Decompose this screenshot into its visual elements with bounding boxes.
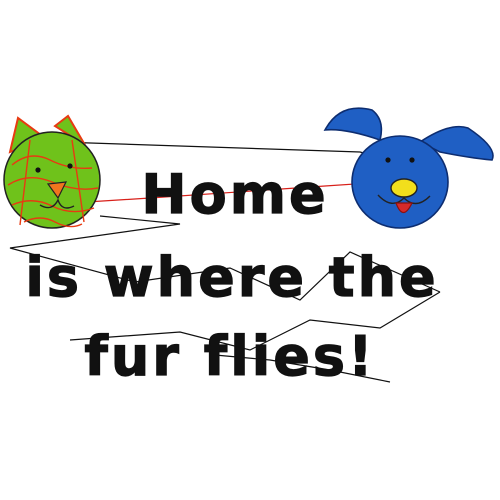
- cat-mouth: [39, 198, 75, 209]
- slogan-line-1: Home: [141, 163, 328, 226]
- thread-black-2: [9, 215, 441, 301]
- slogan-line-2: is where the: [25, 246, 438, 309]
- dog-eye-left: [385, 157, 391, 163]
- dog-eye-right: [409, 157, 415, 163]
- dog-nose: [390, 178, 418, 198]
- cat-face-icon: [3, 114, 101, 229]
- thread-black-3: [69, 291, 441, 351]
- dog-tongue: [395, 202, 413, 214]
- dog-ear-right: [418, 125, 494, 161]
- dog-mouth: [377, 194, 431, 205]
- dog-ear-left: [323, 107, 383, 142]
- dog-face-icon: [323, 107, 494, 229]
- cat-nose: [46, 181, 68, 200]
- cat-eye-left: [35, 167, 41, 173]
- slogan: Home is where the fur flies!: [25, 162, 438, 388]
- slogan-line-3: fur flies!: [84, 325, 375, 388]
- cat-stitch-pattern: [7, 139, 99, 228]
- thread-black-4: [214, 354, 391, 383]
- cat-eye-right: [67, 163, 73, 169]
